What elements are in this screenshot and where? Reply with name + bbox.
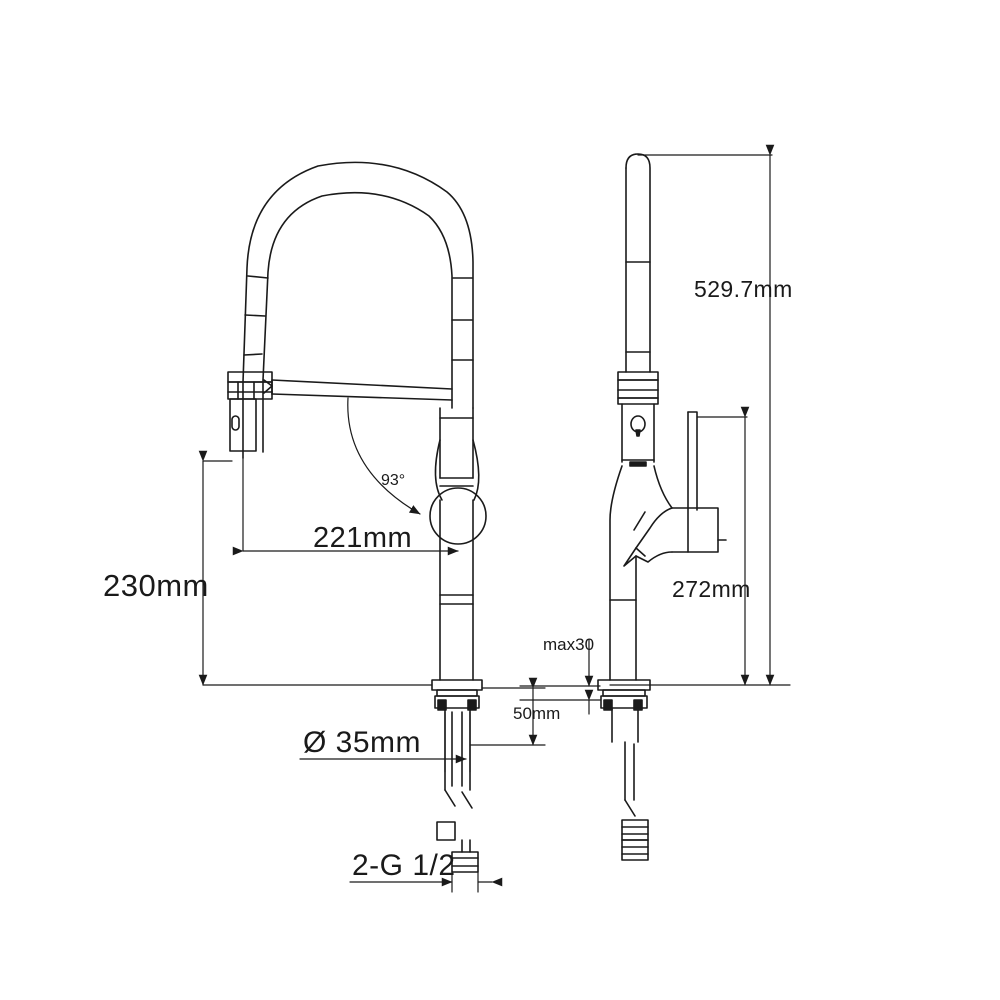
- label-93-degree: 93°: [381, 472, 405, 489]
- label-230mm: 230mm: [103, 568, 209, 603]
- label-272mm: 272mm: [672, 576, 751, 602]
- dimension-hole-diameter: [299, 711, 471, 773]
- front-view-support-bar: [263, 379, 453, 401]
- dimension-230mm: [198, 450, 433, 686]
- label-529-7mm: 529.7mm: [694, 276, 793, 302]
- label-thread-spec: 2-G 1/2: [352, 849, 456, 882]
- dimension-50mm: [469, 677, 546, 746]
- label-hole-diameter: Ø 35mm: [303, 726, 421, 759]
- side-view-collar: [617, 371, 659, 405]
- side-view-handle: [609, 411, 727, 681]
- dimension-thread-spec: [349, 871, 503, 893]
- front-view-spout: [242, 161, 474, 459]
- dimension-529-7mm: [609, 144, 791, 686]
- dimension-93-degree: [347, 397, 421, 515]
- side-view-deck-mount: [597, 679, 651, 861]
- front-view-collar: [227, 371, 273, 400]
- side-view-spout: [625, 153, 651, 373]
- label-221mm: 221mm: [313, 522, 412, 554]
- side-view-body: [609, 403, 673, 681]
- label-max30: max30: [543, 635, 594, 654]
- dimension-272mm: [696, 406, 750, 686]
- label-50mm: 50mm: [513, 704, 560, 723]
- front-view-body: [429, 407, 487, 681]
- front-view-deck-mount: [431, 679, 483, 873]
- dimension-221mm: [232, 457, 459, 556]
- front-view-handle: [229, 398, 257, 452]
